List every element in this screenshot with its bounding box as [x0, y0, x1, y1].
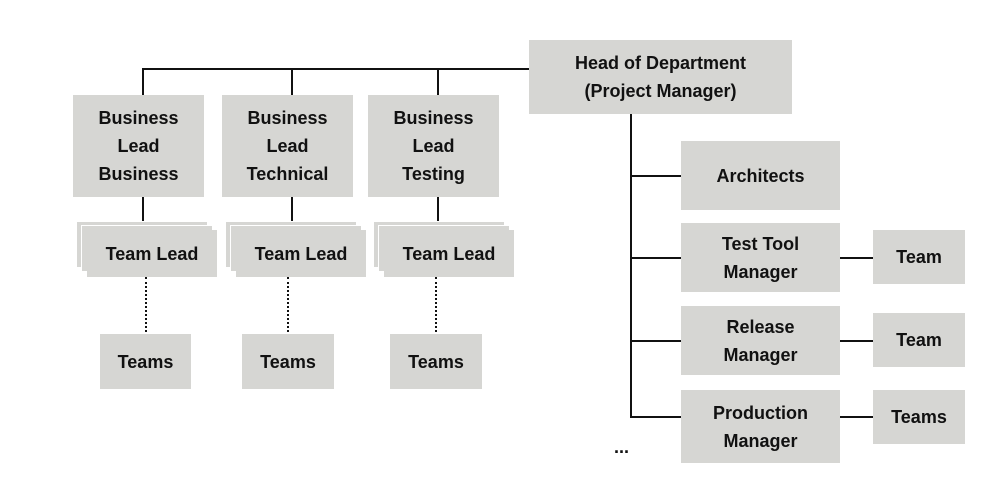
team-label: Team	[896, 330, 942, 350]
team-lead-label: Team Lead	[254, 243, 348, 264]
business-lead-line-2: Lead	[412, 136, 455, 156]
business-lead-line-2: Lead	[266, 136, 309, 156]
manager-line-1: Release	[726, 316, 795, 337]
production-teams-box: Teams	[873, 390, 965, 444]
connector-test-tool-team	[840, 257, 873, 259]
teams-box-2: Teams	[242, 334, 334, 389]
production-manager-box: Production Manager	[681, 390, 840, 463]
release-team-box: Team	[873, 313, 965, 367]
business-lead-line-1: Business	[247, 108, 328, 128]
team-label: Team	[896, 247, 942, 267]
teams-label: Teams	[408, 351, 464, 372]
connector-production-manager	[630, 416, 681, 418]
business-lead-line-3: Testing	[402, 164, 465, 184]
manager-line-2: Manager	[723, 430, 798, 451]
connector-teamlead1-to-teams	[145, 277, 147, 332]
architects-label: Architects	[716, 165, 805, 186]
teams-box-1: Teams	[100, 334, 191, 389]
team-lead-box-2: Team Lead	[236, 230, 366, 277]
business-lead-line-2: Lead	[117, 136, 160, 156]
test-tool-manager-box: Test Tool Manager	[681, 223, 840, 292]
connector-teamlead3-to-teams	[435, 277, 437, 332]
teams-label: Teams	[260, 351, 316, 372]
business-lead-line-1: Business	[393, 108, 474, 128]
architects-box: Architects	[681, 141, 840, 210]
connector-bl3-to-teamlead	[437, 197, 439, 222]
manager-line-1: Production	[713, 402, 808, 423]
release-manager-box: Release Manager	[681, 306, 840, 375]
business-lead-line-3: Business	[98, 164, 179, 184]
connector-bl2-drop	[291, 68, 293, 95]
connector-architects	[630, 175, 681, 177]
team-lead-box-3: Team Lead	[384, 230, 514, 277]
manager-line-1: Test Tool	[721, 233, 800, 254]
team-lead-box-1: Team Lead	[87, 230, 217, 277]
connector-bl2-to-teamlead	[291, 197, 293, 222]
head-line-1: Head of Department	[574, 53, 747, 73]
manager-line-2: Manager	[723, 261, 798, 282]
connector-head-vertical	[630, 113, 632, 417]
head-line-2: (Project Manager)	[584, 81, 737, 101]
connector-top-horizontal	[142, 68, 529, 70]
connector-bl1-to-teamlead	[142, 197, 144, 222]
connector-release-team	[840, 340, 873, 342]
continuation-ellipsis: ...	[614, 437, 630, 457]
teams-box-3: Teams	[390, 334, 482, 389]
connector-teamlead2-to-teams	[287, 277, 289, 332]
teams-label: Teams	[117, 351, 174, 372]
manager-line-2: Manager	[723, 344, 798, 365]
team-lead-label: Team Lead	[105, 243, 199, 264]
business-lead-business-box: Business Lead Business	[73, 95, 204, 197]
head-of-department-box: Head of Department (Project Manager)	[529, 40, 792, 114]
connector-bl1-drop	[142, 68, 144, 95]
test-tool-team-box: Team	[873, 230, 965, 284]
team-lead-label: Team Lead	[402, 243, 496, 264]
connector-bl3-drop	[437, 68, 439, 95]
business-lead-line-1: Business	[98, 108, 179, 128]
connector-test-tool-manager	[630, 257, 681, 259]
teams-label: Teams	[891, 407, 947, 427]
business-lead-line-3: Technical	[246, 164, 329, 184]
connector-production-teams	[840, 416, 873, 418]
connector-release-manager	[630, 340, 681, 342]
business-lead-technical-box: Business Lead Technical	[222, 95, 353, 197]
business-lead-testing-box: Business Lead Testing	[368, 95, 499, 197]
